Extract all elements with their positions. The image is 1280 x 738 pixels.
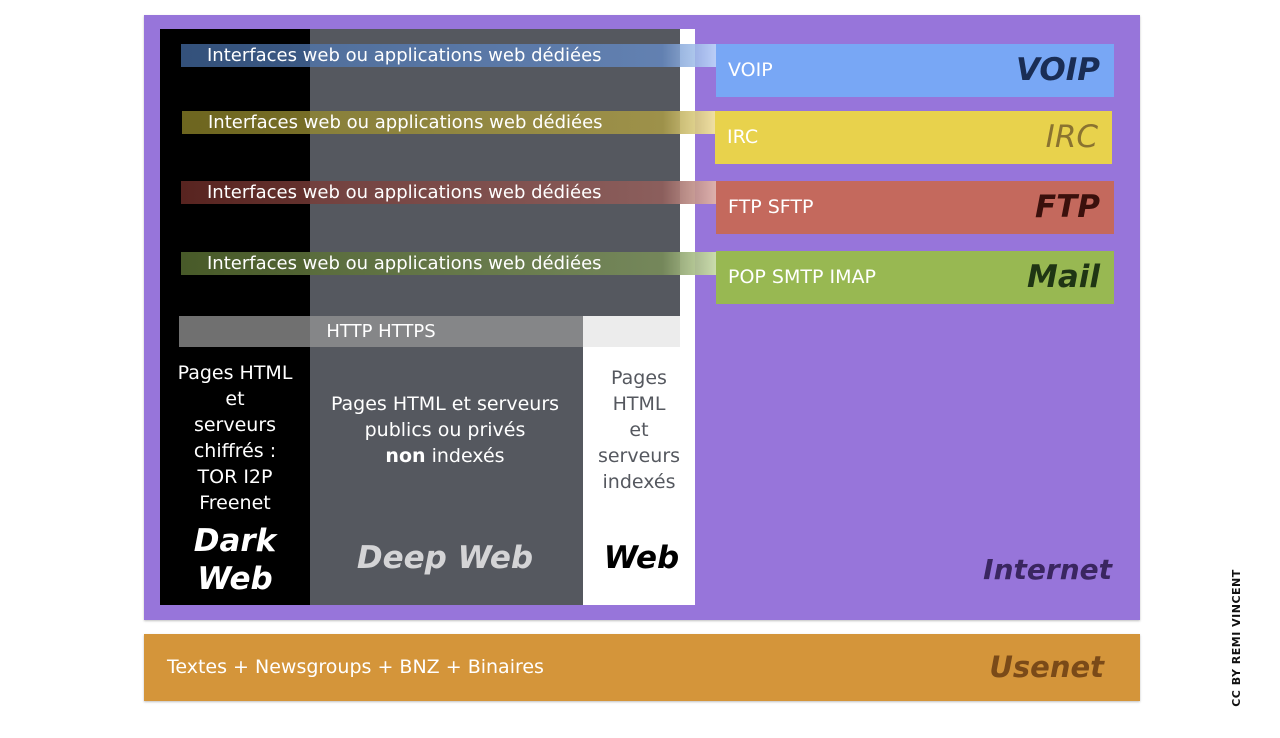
protocol-title: FTP — [1034, 189, 1100, 225]
interface-bar-mail: Interfaces web ou applications web dédié… — [181, 252, 716, 275]
http-label: HTTP HTTPS — [326, 321, 436, 342]
description-line: indexés — [602, 471, 676, 493]
interface-label: Interfaces web ou applications web dédié… — [208, 112, 603, 133]
interface-label: Interfaces web ou applications web dédié… — [207, 45, 602, 66]
protocol-box-mail: POP SMTP IMAP Mail — [716, 251, 1114, 304]
interface-label: Interfaces web ou applications web dédié… — [207, 253, 602, 274]
description-line: chiffrés : — [193, 440, 277, 462]
interface-bar-irc: Interfaces web ou applications web dédié… — [182, 111, 716, 134]
interface-bar-voip: Interfaces web ou applications web dédié… — [181, 44, 716, 67]
protocol-detail: IRC — [727, 126, 759, 148]
description-text: indexés — [425, 445, 505, 467]
description-line: serveurs — [193, 414, 277, 436]
usenet-description: Textes + Newsgroups + BNZ + Binaires — [167, 656, 544, 678]
protocol-detail: VOIP — [728, 59, 773, 81]
protocol-box-voip: VOIP VOIP — [716, 44, 1114, 97]
protocol-detail: FTP SFTP — [728, 196, 814, 218]
description-line: publics ou privés — [364, 419, 526, 441]
title-line: Web — [197, 561, 273, 597]
description-line: non indexés — [310, 443, 580, 469]
description-line: HTML — [612, 393, 666, 415]
deep-web-title: Deep Web — [356, 540, 534, 576]
protocol-title: Mail — [1026, 259, 1100, 295]
protocol-box-ftp: FTP SFTP FTP — [716, 181, 1114, 234]
credit-label: CC BY REMI VINCENT — [1230, 569, 1243, 707]
description-line: et — [225, 388, 245, 410]
interface-label: Interfaces web ou applications web dédié… — [207, 182, 602, 203]
protocol-box-irc: IRC IRC — [715, 111, 1112, 164]
usenet-layer: Textes + Newsgroups + BNZ + Binaires Use… — [144, 634, 1140, 701]
deep-web-description: Pages HTML et serveurs publics ou privés… — [310, 391, 580, 469]
description-line: serveurs — [597, 445, 681, 467]
dark-web-title: Dark Web — [160, 522, 310, 598]
description-line: Pages HTML et serveurs — [330, 393, 560, 415]
web-title: Web — [603, 540, 680, 576]
dark-web-description: Pages HTML et serveurs chiffrés : TOR I2… — [160, 360, 310, 516]
description-line: TOR I2P — [197, 466, 273, 488]
protocol-title: VOIP — [1015, 52, 1100, 88]
title-line: Dark — [193, 523, 277, 559]
protocol-title: IRC — [1045, 119, 1098, 155]
usenet-title: Usenet — [989, 650, 1104, 684]
http-band — [179, 316, 583, 347]
deep-web-column — [310, 316, 583, 605]
description-line: Freenet — [199, 492, 271, 514]
description-line: Pages HTML — [177, 362, 293, 384]
internet-title: Internet — [983, 553, 1112, 586]
web-description: Pages HTML et serveurs indexés — [583, 365, 695, 495]
http-band-web-segment — [583, 316, 680, 347]
interface-bar-ftp: Interfaces web ou applications web dédié… — [181, 181, 716, 204]
description-line: Pages — [611, 367, 667, 389]
protocol-detail: POP SMTP IMAP — [728, 266, 876, 288]
emphasis-non: non — [385, 445, 426, 467]
description-line: et — [629, 419, 649, 441]
